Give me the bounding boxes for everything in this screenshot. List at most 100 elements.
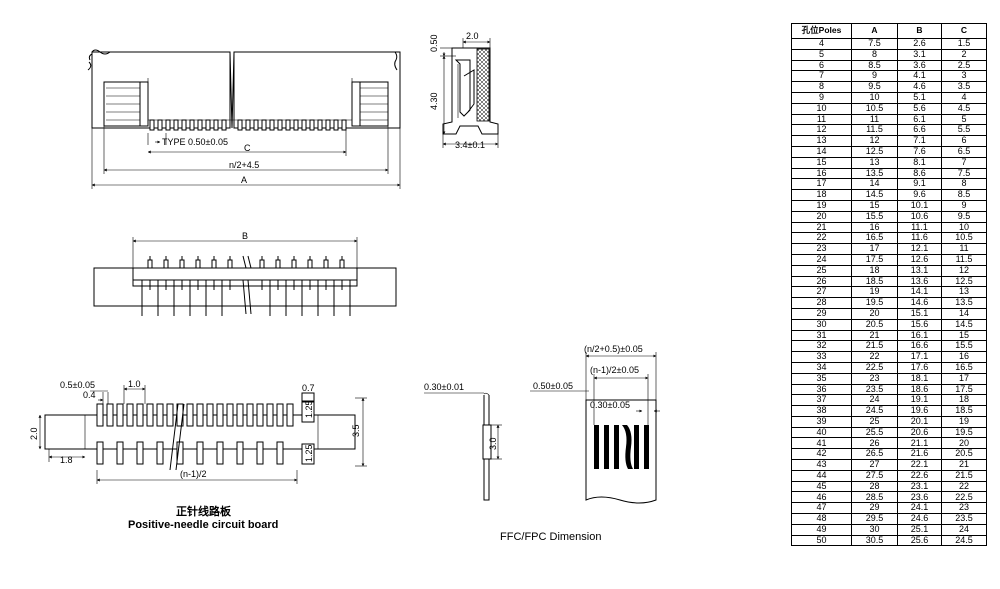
cell-poles: 45: [791, 480, 852, 493]
cell-c: 7: [941, 156, 987, 169]
cell-poles: 42: [791, 448, 852, 461]
dim-top-height: 0.50: [429, 34, 439, 52]
pad-top: [216, 403, 224, 427]
cell-c: 18.5: [941, 405, 987, 417]
cell-c: 20: [941, 437, 987, 450]
cell-c: 9.5: [941, 210, 987, 223]
cell-c: 4.5: [941, 102, 987, 115]
cell-b: 22.6: [897, 469, 942, 482]
cell-a: 27: [851, 459, 898, 471]
cell-a: 15.5: [851, 210, 898, 223]
contact-head: [259, 259, 265, 269]
pad-top: [116, 403, 124, 427]
ffc-length-label: 3.0: [488, 437, 498, 450]
dim-pcb-pitch: 0.5±0.05: [60, 380, 95, 390]
pcb-pads: [96, 403, 294, 465]
header-a: A: [851, 23, 898, 39]
cell-a: 24: [851, 394, 898, 407]
cell-b: 4.1: [897, 70, 942, 83]
cell-poles: 16: [791, 167, 852, 180]
cell-c: 14.5: [941, 318, 987, 331]
cell-a: 21: [851, 329, 898, 342]
pin: [197, 119, 203, 131]
cell-poles: 38: [791, 405, 852, 417]
cell-c: 6: [941, 135, 987, 147]
cell-c: 18: [941, 394, 987, 407]
cell-a: 19: [851, 286, 898, 299]
cell-b: 17.1: [897, 351, 942, 363]
contact-head: [195, 259, 201, 269]
cell-c: 5: [941, 113, 987, 126]
cell-b: 9.6: [897, 189, 942, 201]
pin: [237, 119, 243, 131]
dim-b-label: B: [242, 231, 248, 241]
cell-a: 24.5: [851, 405, 898, 417]
cell-b: 14.1: [897, 286, 942, 299]
pad-top: [276, 403, 284, 427]
cell-a: 9.5: [851, 81, 898, 93]
pad-top: [226, 403, 234, 427]
cell-b: 2.6: [897, 38, 942, 50]
cell-c: 19.5: [941, 426, 987, 439]
contact-head: [291, 259, 297, 269]
cell-c: 2: [941, 48, 987, 61]
cell-poles: 13: [791, 135, 852, 147]
cell-poles: 48: [791, 513, 852, 525]
cell-b: 7.6: [897, 145, 942, 158]
cell-b: 15.1: [897, 307, 942, 320]
cell-a: 7.5: [851, 38, 898, 50]
cell-b: 15.6: [897, 318, 942, 331]
pin: [269, 119, 275, 131]
pad-top: [146, 403, 154, 427]
cell-a: 25.5: [851, 426, 898, 439]
cell-poles: 49: [791, 523, 852, 536]
header-b: B: [897, 23, 942, 39]
cell-c: 16.5: [941, 361, 987, 374]
cell-a: 25: [851, 415, 898, 428]
cell-b: 13.1: [897, 264, 942, 277]
cell-poles: 41: [791, 437, 852, 450]
cell-a: 17: [851, 243, 898, 255]
front-view-leads: [141, 280, 351, 316]
ffc-caption: FFC/FPC Dimension: [500, 531, 601, 543]
cell-b: 8.1: [897, 156, 942, 169]
pad-top: [196, 403, 204, 427]
cell-b: 24.6: [897, 513, 942, 525]
cell-c: 22.5: [941, 491, 987, 504]
cell-poles: 27: [791, 286, 852, 299]
pcb-footprint: 0.5±0.05 0.4 1.0 0.7 1.25 1.25 2.0 3.5 1…: [29, 379, 367, 531]
cell-b: 18.6: [897, 383, 942, 396]
pin: [341, 119, 347, 131]
front-view: B: [93, 231, 397, 316]
dim-pcb-n1: (n-1)/2: [180, 469, 207, 479]
pin: [253, 119, 259, 131]
cell-a: 22: [851, 351, 898, 363]
cell-c: 9: [941, 199, 987, 212]
cell-b: 23.6: [897, 491, 942, 504]
pin: [149, 119, 155, 131]
dim-type-label: TYPE 0.50±0.05: [162, 137, 228, 147]
cell-a: 27.5: [851, 469, 898, 482]
dim-pcb-18: 1.8: [60, 455, 73, 465]
cell-a: 13: [851, 156, 898, 169]
ffc-thickness-label: 0.30±0.01: [424, 382, 464, 392]
dim-c-label: C: [244, 143, 251, 153]
ffc-conductor-break: [622, 425, 633, 469]
cell-poles: 36: [791, 383, 852, 396]
cell-c: 1.5: [941, 38, 987, 50]
cell-poles: 11: [791, 113, 852, 126]
pin: [277, 119, 283, 131]
cell-poles: 12: [791, 124, 852, 137]
ffc-conductor: [644, 425, 649, 469]
pad-top: [246, 403, 254, 427]
